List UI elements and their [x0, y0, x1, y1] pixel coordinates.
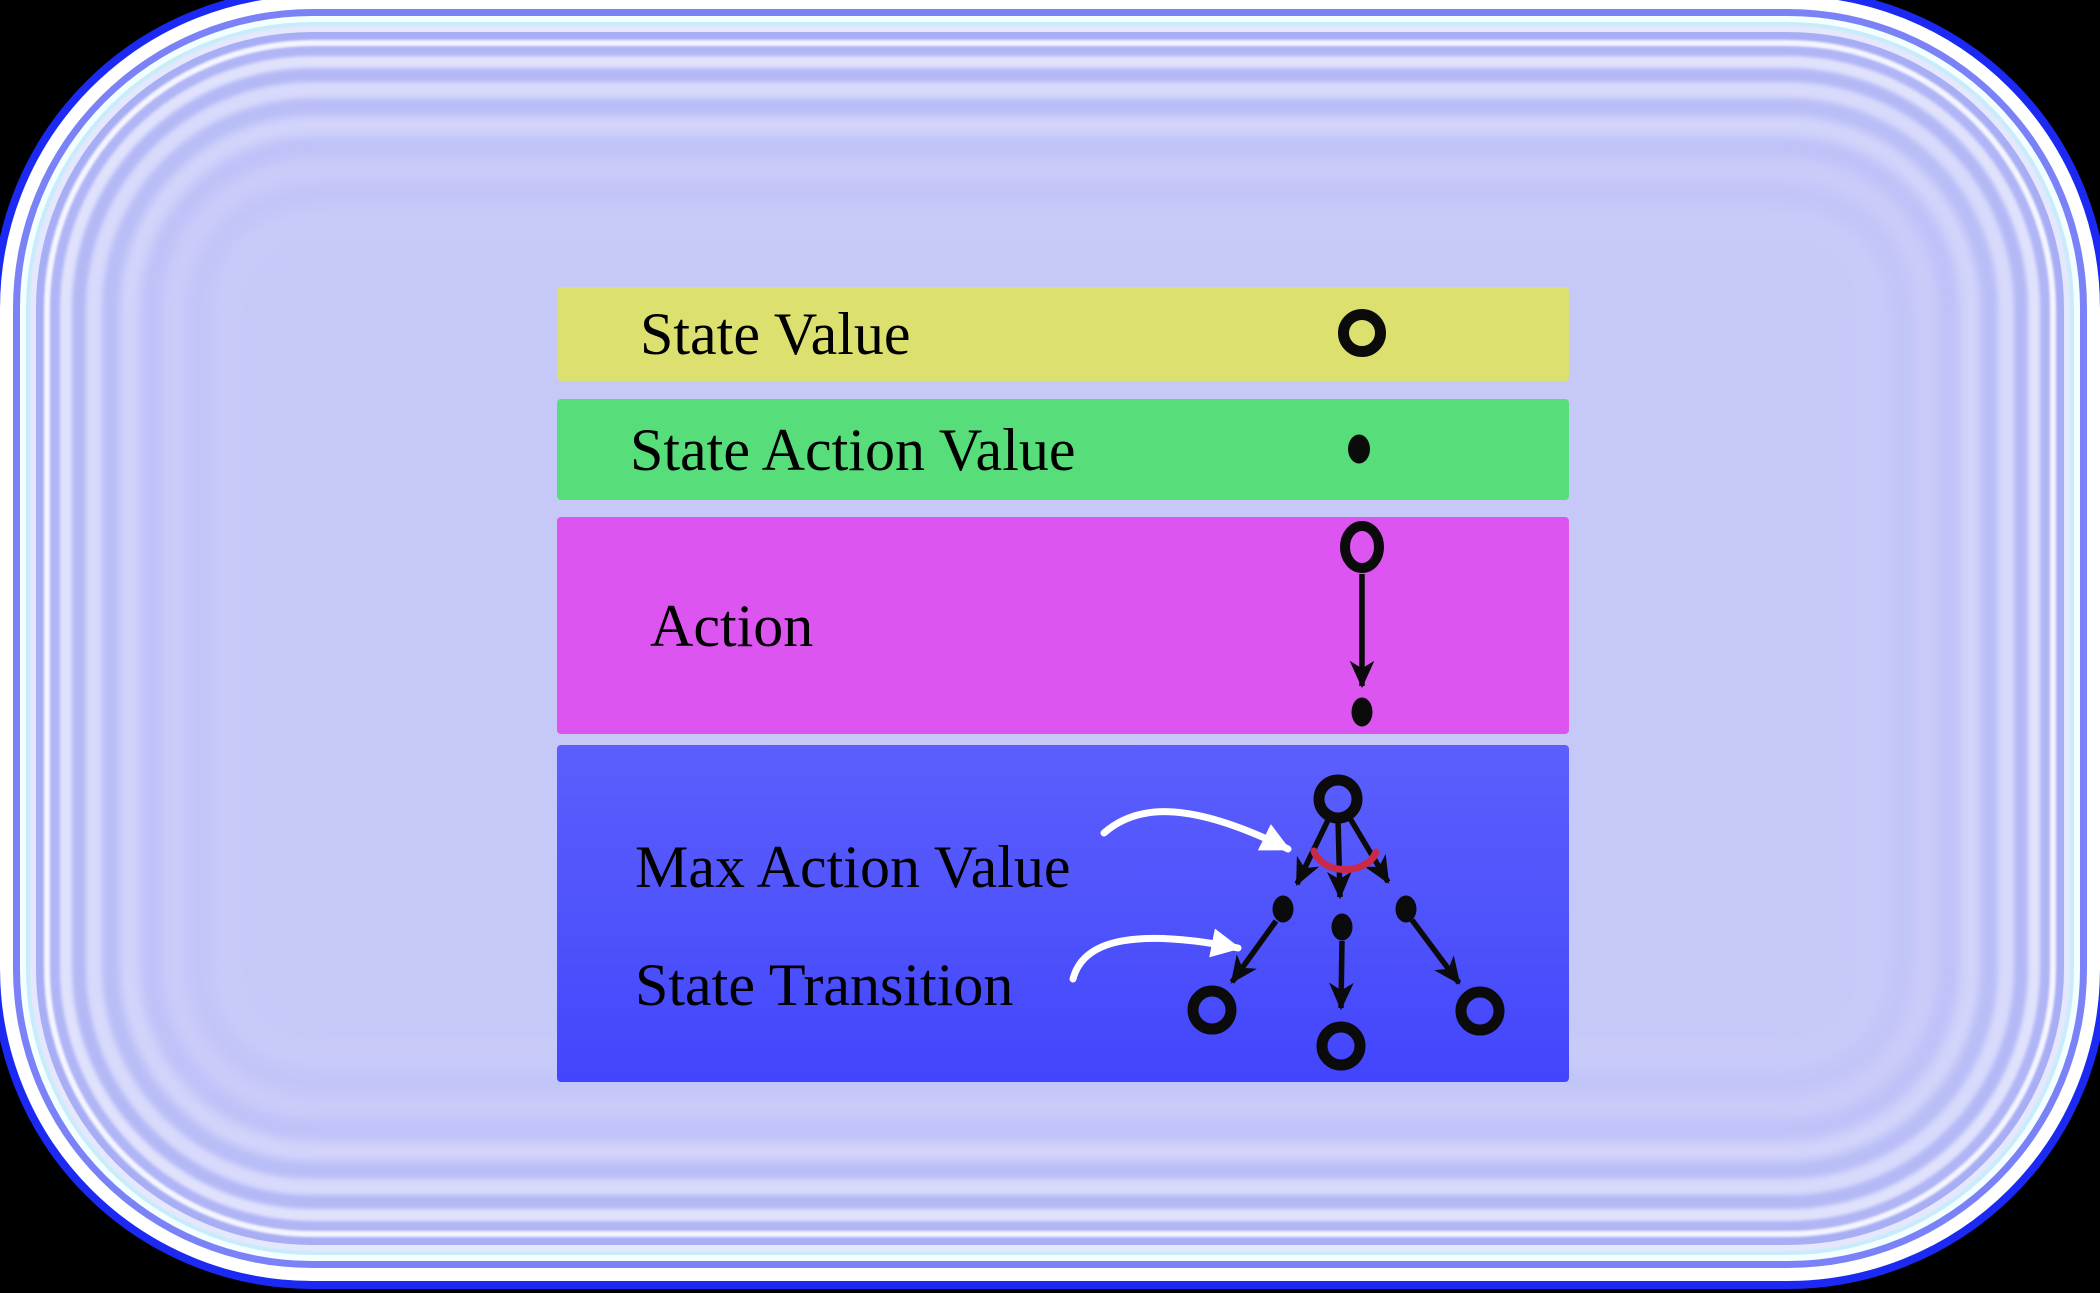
max-action-value-label: Max Action Value	[635, 834, 1071, 900]
action-label: Action	[650, 592, 814, 659]
legend-row-state-value: State Value	[557, 287, 1569, 381]
legend-row-state-action-value: State Action Value	[557, 399, 1569, 500]
state-action-value-label: State Action Value	[630, 416, 1076, 483]
legend-row-backup-tree: Max Action Value State Transition	[557, 745, 1569, 1082]
legend-row-action: Action	[557, 517, 1569, 734]
state-value-label: State Value	[640, 301, 911, 367]
state-transition-label: State Transition	[635, 952, 1014, 1018]
